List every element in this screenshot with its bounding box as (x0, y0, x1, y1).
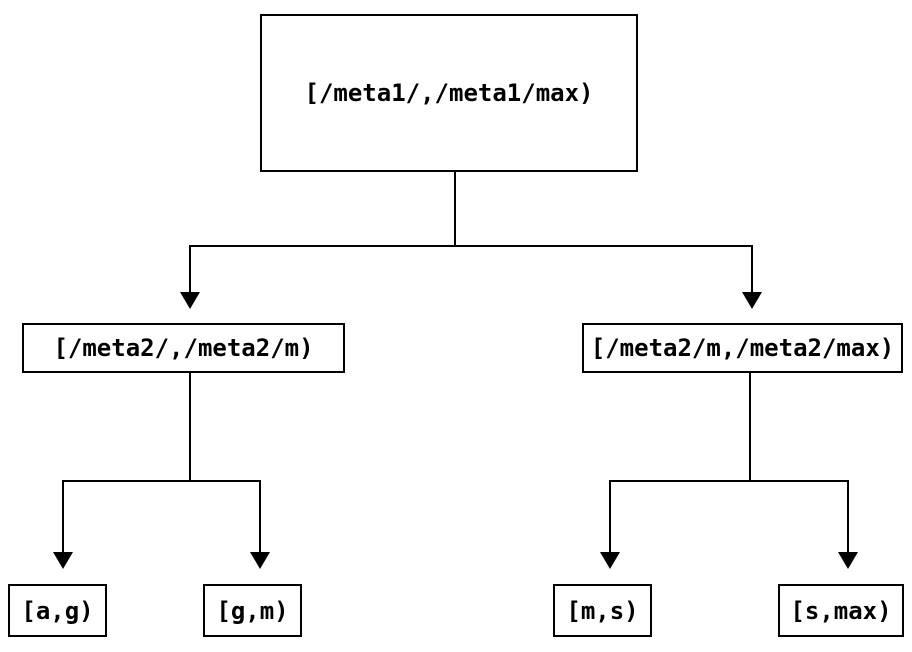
arrowhead-icon (742, 292, 762, 309)
edge-left-branches (62, 480, 261, 553)
node-leaf-ag-label: [a,g) (21, 596, 94, 625)
node-leaf-smax-label: [s,max) (790, 596, 892, 625)
node-meta2-right-label: [/meta2/m,/meta2/max) (590, 334, 895, 362)
node-leaf-ag: [a,g) (8, 584, 107, 637)
node-leaf-smax: [s,max) (778, 584, 904, 637)
node-root-label: [/meta1/,/meta1/max) (304, 79, 594, 107)
arrowhead-icon (180, 292, 200, 309)
arrowhead-icon (600, 552, 620, 569)
node-root: [/meta1/,/meta1/max) (260, 14, 638, 172)
arrowhead-icon (53, 552, 73, 569)
arrowhead-icon (838, 552, 858, 569)
node-leaf-ms: [m,s) (553, 584, 652, 637)
node-leaf-gm-label: [g,m) (216, 596, 289, 625)
node-leaf-ms-label: [m,s) (566, 596, 639, 625)
node-leaf-gm: [g,m) (203, 584, 302, 637)
edge-root-branches (189, 245, 753, 293)
node-meta2-right: [/meta2/m,/meta2/max) (582, 323, 903, 373)
edge-right-branches (609, 480, 849, 553)
node-meta2-left-label: [/meta2/,/meta2/m) (53, 334, 314, 362)
node-meta2-left: [/meta2/,/meta2/m) (22, 323, 345, 373)
arrowhead-icon (250, 552, 270, 569)
